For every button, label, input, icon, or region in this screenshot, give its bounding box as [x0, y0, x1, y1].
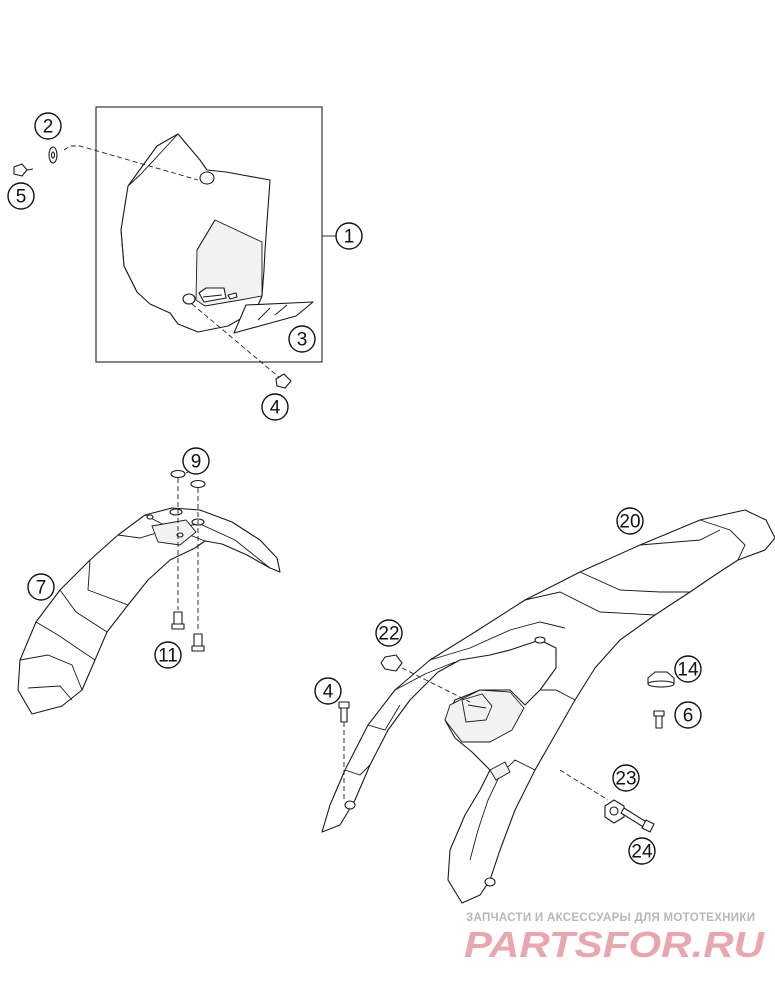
rear-fender: [321, 509, 775, 904]
number-plate-sticker: [233, 301, 314, 334]
svg-text:2: 2: [43, 117, 54, 138]
callout-14: 14: [674, 655, 702, 683]
number-plate: [120, 133, 271, 333]
bolt-24: [620, 807, 655, 833]
callout-11: 11: [154, 641, 182, 669]
callout-7: 7: [27, 573, 55, 601]
callout-6: 6: [674, 701, 702, 729]
svg-text:22: 22: [378, 624, 399, 645]
callout-4: 4: [261, 393, 289, 421]
washers-9: [170, 469, 206, 489]
front-fender: [17, 507, 281, 715]
callout-4-rear: 4: [314, 677, 342, 705]
svg-text:5: 5: [16, 187, 27, 208]
svg-text:4: 4: [323, 682, 334, 703]
watermark-logo: PARTSFOR.RU: [464, 926, 765, 962]
svg-text:23: 23: [615, 769, 636, 790]
watermark-subtitle: ЗАПЧАСТИ И АКСЕССУАРЫ ДЛЯ МОТОТЕХНИКИ: [466, 912, 756, 924]
svg-text:14: 14: [677, 660, 699, 681]
callout-1: 1: [335, 222, 363, 250]
leader-23: [559, 769, 609, 801]
callout-5: 5: [7, 182, 35, 210]
leader-9-down: [177, 478, 199, 632]
svg-text:4: 4: [270, 398, 281, 419]
screw-5: [13, 163, 34, 177]
washer-2: [48, 146, 58, 164]
svg-text:1: 1: [344, 227, 355, 248]
leader-2: [63, 145, 199, 181]
leader-22: [401, 667, 471, 703]
screws-11: [171, 611, 205, 652]
screw-6: [653, 710, 665, 729]
screw-4a: [275, 373, 292, 389]
number-plate-frame: [95, 106, 323, 363]
svg-text:6: 6: [683, 706, 694, 727]
nut-23: [604, 799, 625, 824]
svg-text:9: 9: [191, 452, 202, 473]
callout-3: 3: [288, 325, 316, 353]
callout-22: 22: [375, 619, 403, 647]
svg-text:3: 3: [297, 330, 308, 351]
watermark-logo-text: PARTSFOR.RU: [464, 926, 765, 962]
svg-text:24: 24: [631, 842, 653, 863]
callout-24: 24: [628, 837, 656, 865]
callout-9: 9: [182, 447, 210, 475]
leader-4a: [191, 303, 281, 379]
svg-text:7: 7: [36, 578, 47, 599]
callout-20: 20: [616, 507, 644, 535]
grommet-14: [647, 671, 675, 688]
svg-text:11: 11: [158, 646, 178, 667]
callout-23: 23: [612, 764, 640, 792]
screw-4b: [338, 701, 350, 723]
svg-text:20: 20: [619, 512, 640, 533]
nut-22: [380, 654, 403, 672]
callout-2: 2: [34, 112, 62, 140]
